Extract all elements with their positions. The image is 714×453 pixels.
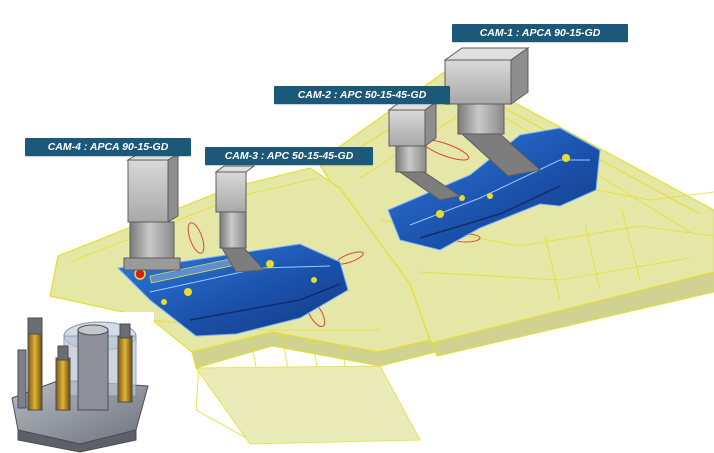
cam1-label: CAM-1 : APCA 90-15-GD	[452, 24, 628, 42]
cam1-unit	[443, 47, 542, 177]
cam2-label: CAM-2 : APC 50-15-45-GD	[274, 86, 450, 104]
cam2-unit	[387, 101, 462, 201]
cam4-unit	[123, 153, 181, 271]
cam3-label: CAM-3 : APC 50-15-45-GD	[205, 147, 373, 165]
cam-block-inset	[4, 312, 154, 453]
cam4-label: CAM-4 : APCA 90-15-GD	[25, 138, 191, 156]
cam3-unit	[214, 165, 266, 273]
